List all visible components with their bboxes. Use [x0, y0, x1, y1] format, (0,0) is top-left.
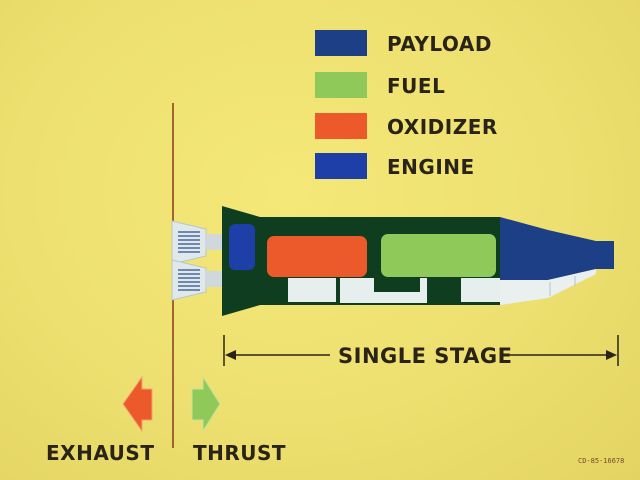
legend-swatch-oxidizer	[315, 113, 367, 139]
figure-code: CD-85-16678	[578, 457, 625, 465]
engine-block	[229, 224, 255, 270]
stage-dimension-line	[223, 335, 619, 366]
legend-swatch-engine	[315, 153, 367, 179]
stage-label: SINGLE STAGE	[338, 344, 513, 368]
legend-label-fuel: FUEL	[387, 74, 446, 98]
thrust-arrow-icon	[191, 375, 221, 433]
exhaust-arrow-icon	[122, 375, 153, 433]
exhaust-label: EXHAUST	[46, 441, 155, 465]
thrust-label: THRUST	[193, 441, 287, 465]
fuel-tank	[381, 234, 496, 277]
legend-swatch-fuel	[315, 72, 367, 98]
legend-label-payload: PAYLOAD	[387, 32, 492, 56]
legend-label-oxidizer: OXIDIZER	[387, 115, 498, 139]
payload-fairing	[500, 217, 614, 280]
nozzle-upper-icon	[171, 220, 225, 265]
payload-lower-fairing	[500, 269, 596, 305]
legend-label-engine: ENGINE	[387, 155, 475, 179]
legend-swatch-payload	[315, 30, 367, 56]
lower-structure	[288, 278, 501, 303]
nozzle-lower-icon	[171, 259, 225, 301]
oxidizer-tank	[267, 236, 367, 277]
